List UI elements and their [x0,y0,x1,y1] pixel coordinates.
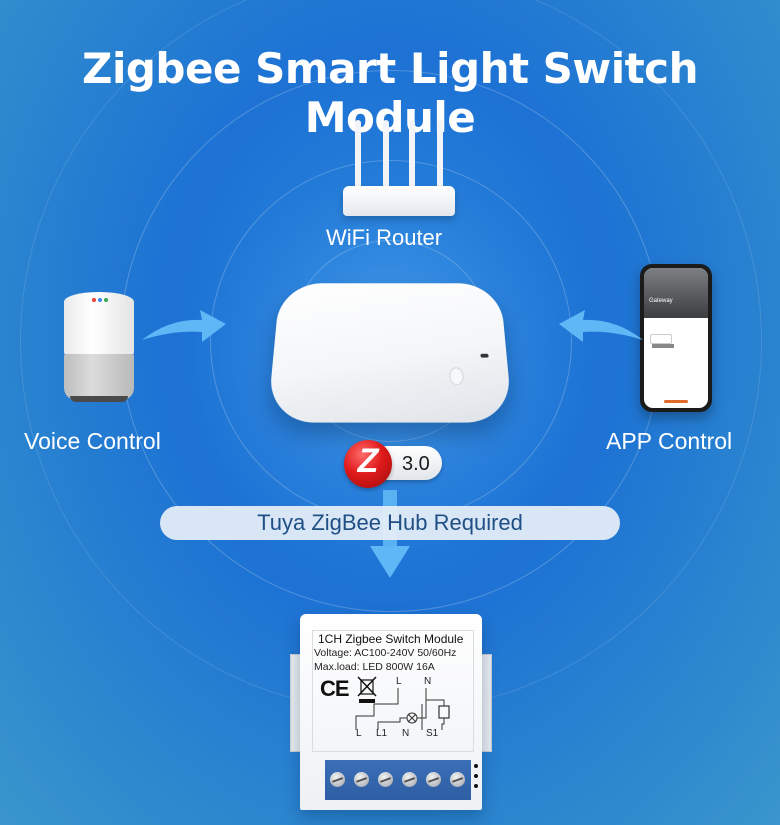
terminal-screw-icon [378,772,393,787]
terminal-screw-icon [450,772,465,787]
terminal-screw-icon [426,772,441,787]
phone-screen-title: Gateway [649,298,673,304]
module-title: 1CH Zigbee Switch Module [318,632,464,646]
terminal-label: L [356,728,362,739]
terminal-screw-icon [330,772,345,787]
reset-button-icon [448,367,465,386]
zigbee-hub-icon [267,283,513,423]
module-max-load: Max.load: LED 800W 16A [314,661,435,673]
router-label: WiFi Router [326,225,443,250]
hub-required-banner: Tuya ZigBee Hub Required [160,506,620,540]
smart-speaker-icon [64,292,134,404]
switch-module-icon: 1CH Zigbee Switch Module Voltage: AC100-… [290,614,492,810]
arrow-left-icon [559,310,643,342]
terminal-label: N [402,728,410,739]
terminal-label: S1 [426,728,439,739]
terminal-screw-icon [354,772,369,787]
voice-control-label: Voice Control [24,428,161,454]
wifi-router-icon [343,120,455,216]
arrow-right-icon [142,310,226,342]
weee-bin-icon [357,676,377,703]
zigbee-logo-icon: Z [344,440,392,488]
smartphone-icon: Gateway [640,264,712,412]
module-voltage: Voltage: AC100-240V 50/60Hz [314,647,457,659]
zigbee-version: 3.0 [402,453,430,475]
ce-mark-icon: CE [320,676,350,701]
terminal-block [325,760,471,800]
app-control-label: APP Control [606,428,733,454]
wiring-diagram-icon [355,688,450,730]
usb-port-icon [480,353,489,358]
page-title: Zigbee Smart Light Switch Module [82,44,698,142]
terminal-label: L1 [376,728,388,739]
terminal-screw-icon [402,772,417,787]
